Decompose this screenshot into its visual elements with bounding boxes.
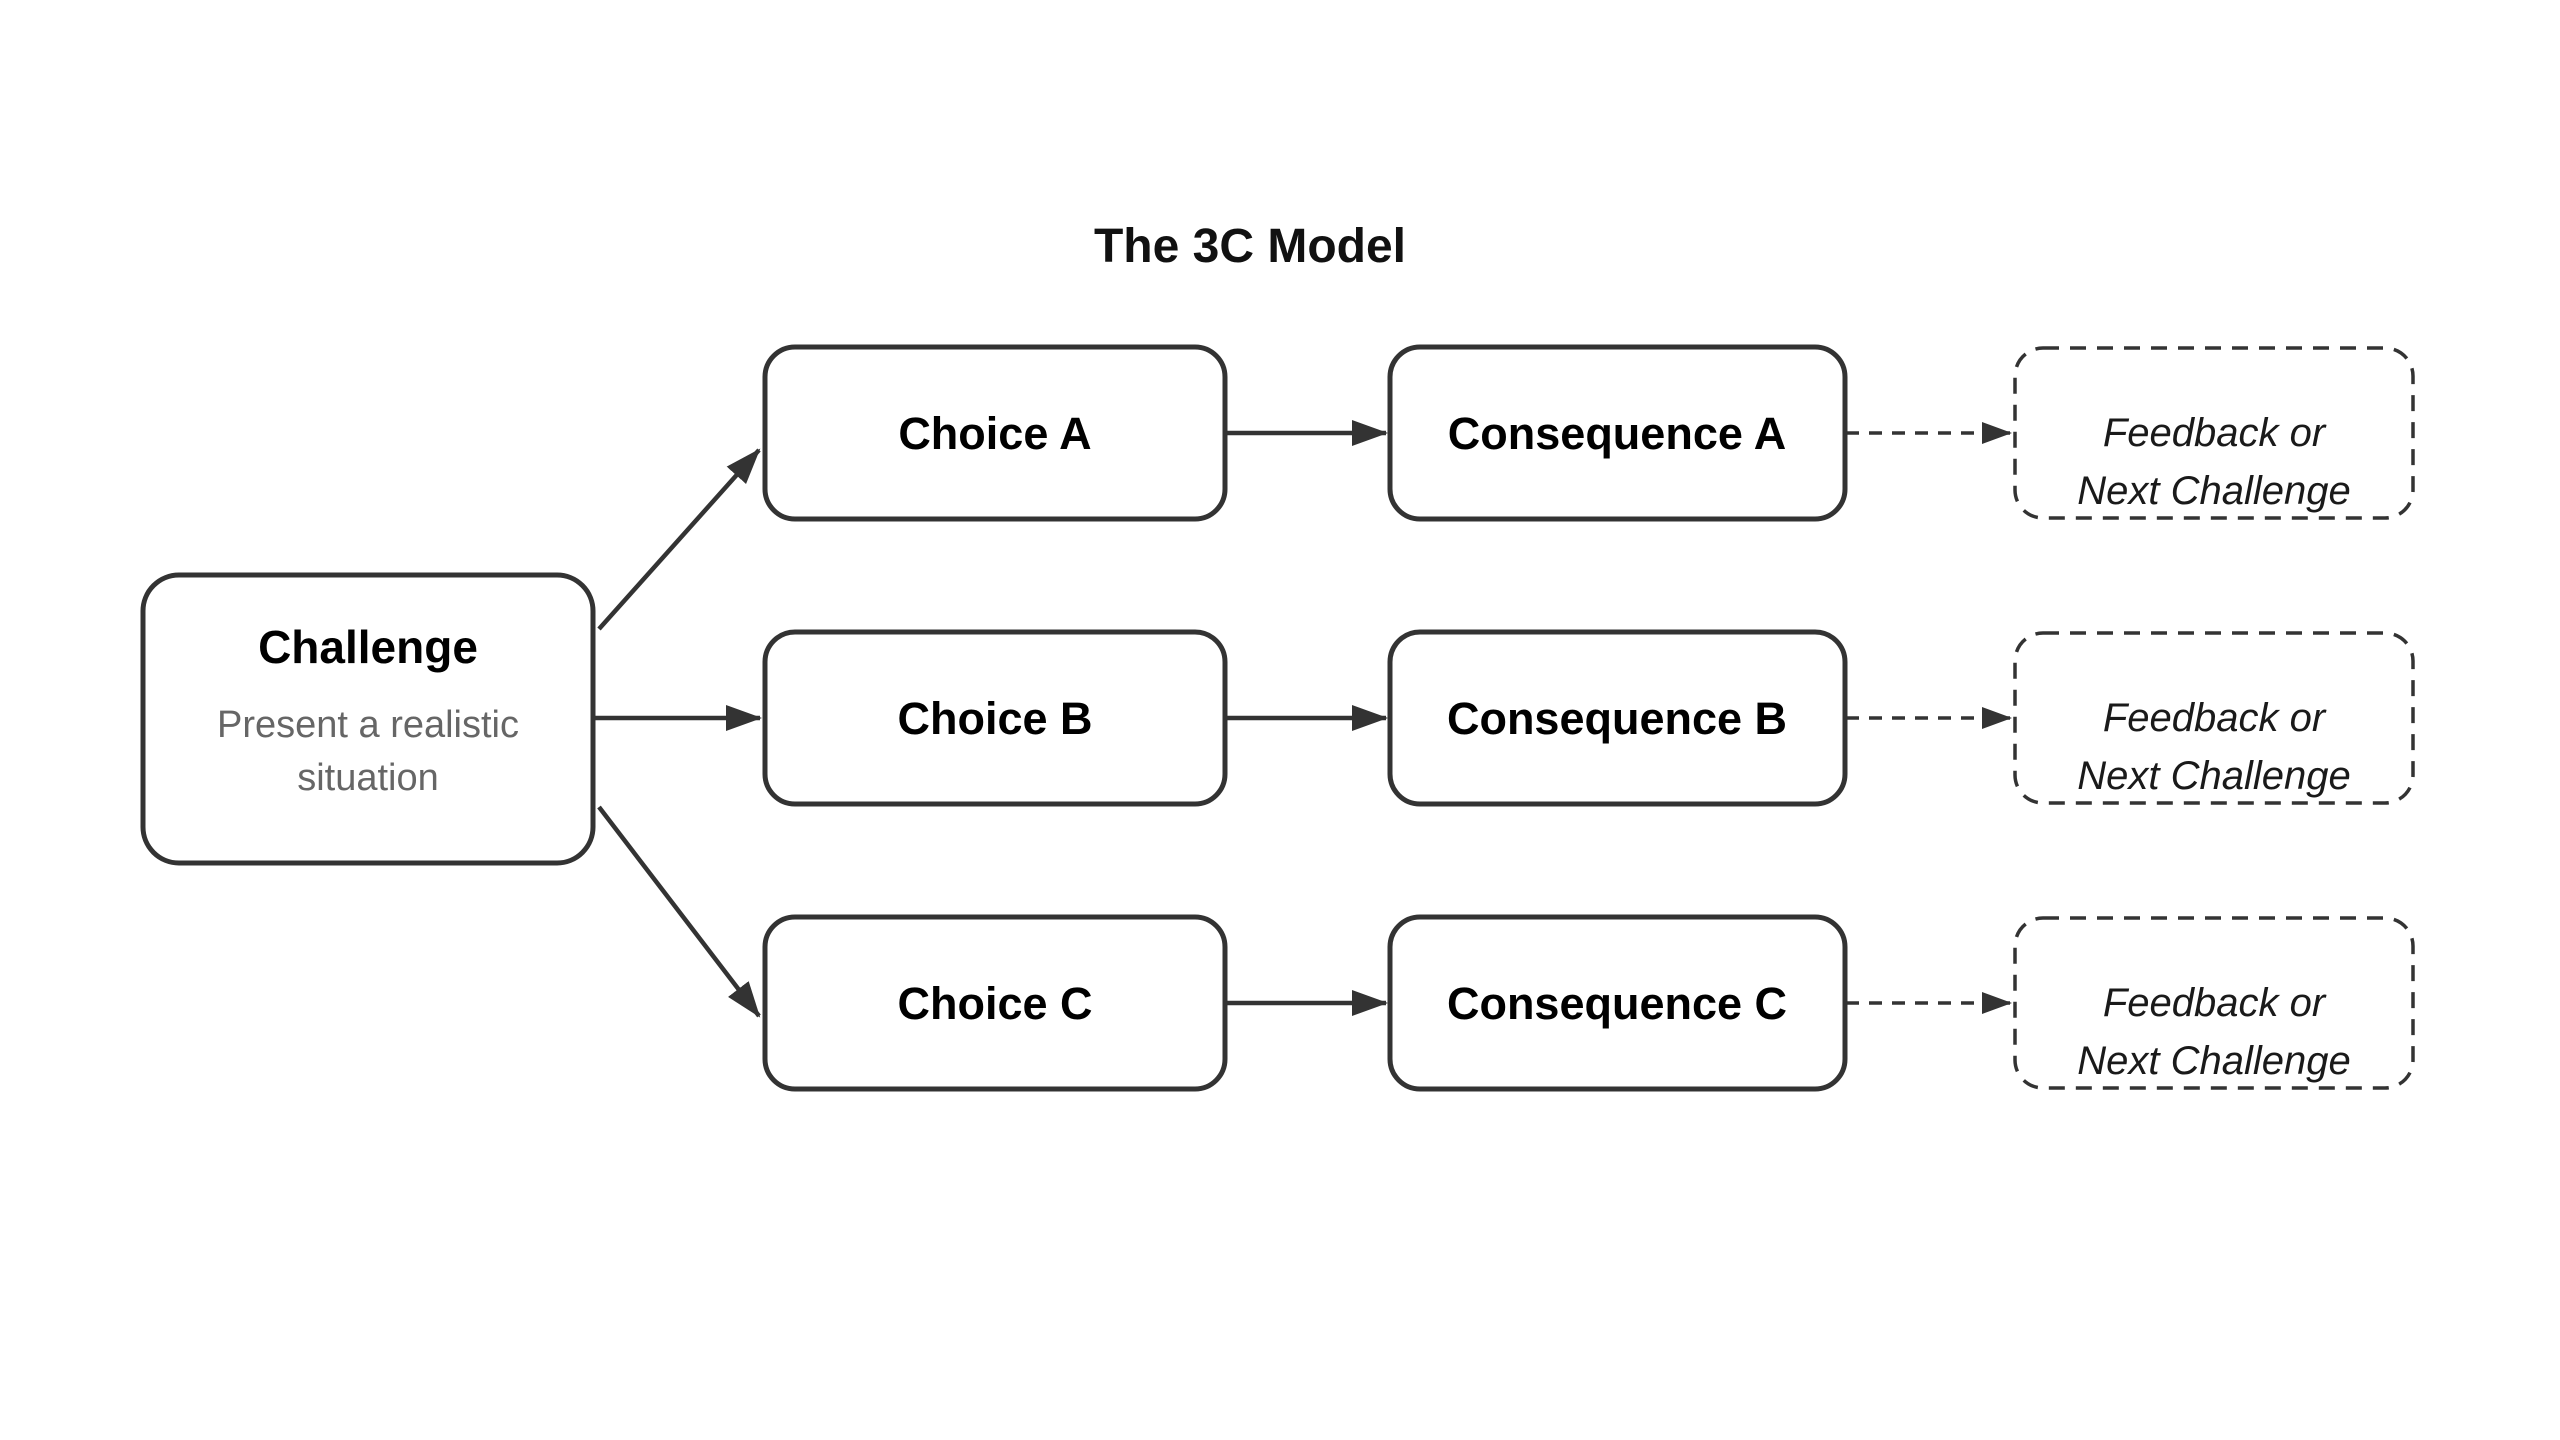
choice-b-label: Choice B [897,693,1092,744]
challenge-subtitle-line1: Present a realistic [217,704,519,746]
choice-c-label: Choice C [897,978,1092,1029]
row-choice-b: Choice B Consequence B Feedback or Next … [762,629,2415,807]
feedback-a-line1: Feedback or [2103,411,2327,455]
feedback-c-line2: Next Challenge [2077,1039,2351,1083]
choice-c-box [762,914,1228,1092]
choice-a-label: Choice A [898,408,1091,459]
challenge-node: Challenge Present a realistic situation [140,572,596,866]
challenge-box [140,572,596,866]
consequence-c-box [1387,914,1848,1092]
feedback-b-box [2013,631,2415,805]
feedback-c-box [2013,916,2415,1090]
feedback-b-line2: Next Challenge [2077,754,2351,798]
challenge-subtitle-line2: situation [297,757,439,799]
consequence-c-label: Consequence C [1447,978,1787,1029]
row-choice-a: Choice A Consequence A Feedback or Next … [762,344,2415,522]
consequence-b-box [1387,629,1848,807]
challenge-label: Challenge [258,621,478,673]
feedback-a-line2: Next Challenge [2077,469,2351,513]
row-choice-c: Choice C Consequence C Feedback or Next … [762,914,2415,1092]
consequence-a-box [1387,344,1848,522]
feedback-a-box [2013,346,2415,520]
challenge-to-choice-c-arrow [597,805,761,1018]
consequence-a-label: Consequence A [1448,408,1786,459]
challenge-to-choice-a-arrow [597,448,761,631]
choice-a-box [762,344,1228,522]
choice-b-box [762,629,1228,807]
diagram-title: The 3C Model [1094,220,1406,273]
consequence-b-label: Consequence B [1447,693,1787,744]
feedback-c-line1: Feedback or [2103,981,2327,1025]
feedback-b-line1: Feedback or [2103,696,2327,740]
